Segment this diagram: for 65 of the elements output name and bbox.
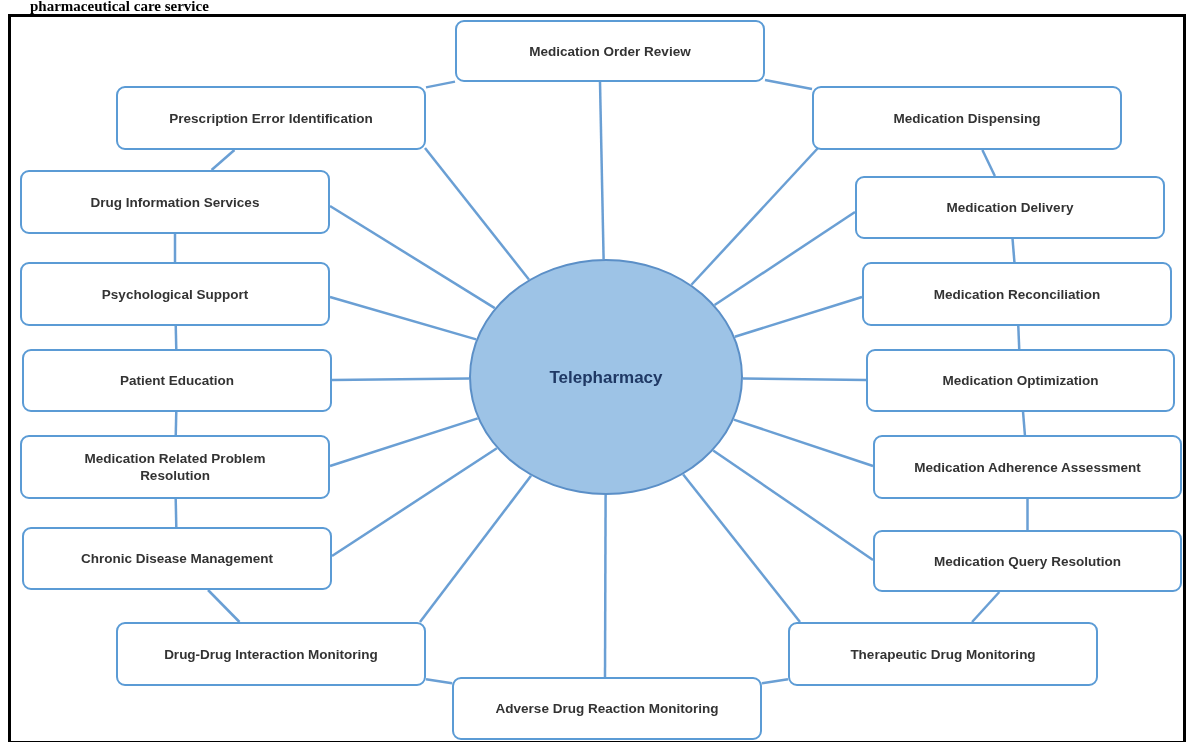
node-label: Chronic Disease Management <box>79 550 275 567</box>
connector-line <box>981 149 996 177</box>
node-label: Psychological Support <box>100 285 250 303</box>
connector-line <box>331 447 498 558</box>
connector-line <box>329 204 496 310</box>
connector-line <box>712 449 874 562</box>
connector-line <box>734 295 863 338</box>
connector-line <box>682 473 801 623</box>
service-box <box>20 435 330 499</box>
connector-line <box>424 147 530 281</box>
connector-line <box>210 149 236 171</box>
service-box <box>452 677 762 740</box>
connector-line <box>742 377 866 382</box>
service-box <box>812 86 1122 150</box>
service-box <box>22 349 332 412</box>
connector-line <box>174 411 178 436</box>
connector-line <box>1011 238 1016 263</box>
connector-line <box>207 589 241 623</box>
service-box <box>20 170 330 234</box>
service-box <box>873 530 1182 592</box>
connector-line <box>329 417 479 468</box>
node-label: Therapeutic Drug Monitoring <box>849 645 1037 663</box>
service-box <box>20 262 330 326</box>
connector-line <box>1021 411 1027 436</box>
node-label: Drug-Drug Interaction Monitoring <box>163 645 379 663</box>
connector-line <box>174 498 178 528</box>
node-label: Medication Query Resolution <box>933 552 1122 570</box>
node-label: Medication Reconciliation <box>932 285 1102 303</box>
title: pharmaceutical care service <box>30 0 209 14</box>
service-box <box>116 86 426 150</box>
service-box <box>873 435 1182 499</box>
connector-line <box>425 677 453 685</box>
connector-line <box>419 475 532 623</box>
service-box <box>866 349 1175 412</box>
service-box <box>855 176 1165 239</box>
connector-line <box>603 495 607 677</box>
connector-line <box>598 81 605 260</box>
connector-line <box>173 234 177 262</box>
service-box <box>116 622 426 686</box>
node-label: Patient Education <box>119 372 235 389</box>
node-label: Medication Dispensing <box>892 109 1042 127</box>
node-label: Medication Adherence Assessment <box>913 458 1142 476</box>
service-box <box>22 527 332 590</box>
node-label: Medication Delivery <box>945 199 1075 216</box>
node-label: Adverse Drug Reaction Monitoring <box>494 700 720 717</box>
service-box <box>788 622 1098 686</box>
connector-line <box>174 325 178 350</box>
connector-line <box>764 78 813 91</box>
service-box <box>862 262 1172 326</box>
node-label: Medication Related Problem Resolution <box>83 450 267 484</box>
connector-line <box>733 418 874 468</box>
connector-line <box>761 677 789 685</box>
node-label: Telepharmacy <box>549 368 663 386</box>
connector-line <box>332 377 470 382</box>
node-label: Prescription Error Identification <box>168 109 374 127</box>
connector-line <box>1017 325 1021 350</box>
connector-line <box>971 591 1001 623</box>
connector-line <box>425 80 456 89</box>
node-label: Medication Order Review <box>528 42 692 60</box>
connector-line <box>1026 499 1029 530</box>
node-label: Drug Information Services <box>89 193 261 211</box>
connector-line <box>329 295 477 341</box>
node-label: Medication Optimization <box>941 372 1100 389</box>
connector-line <box>690 147 819 286</box>
service-box <box>455 20 765 82</box>
